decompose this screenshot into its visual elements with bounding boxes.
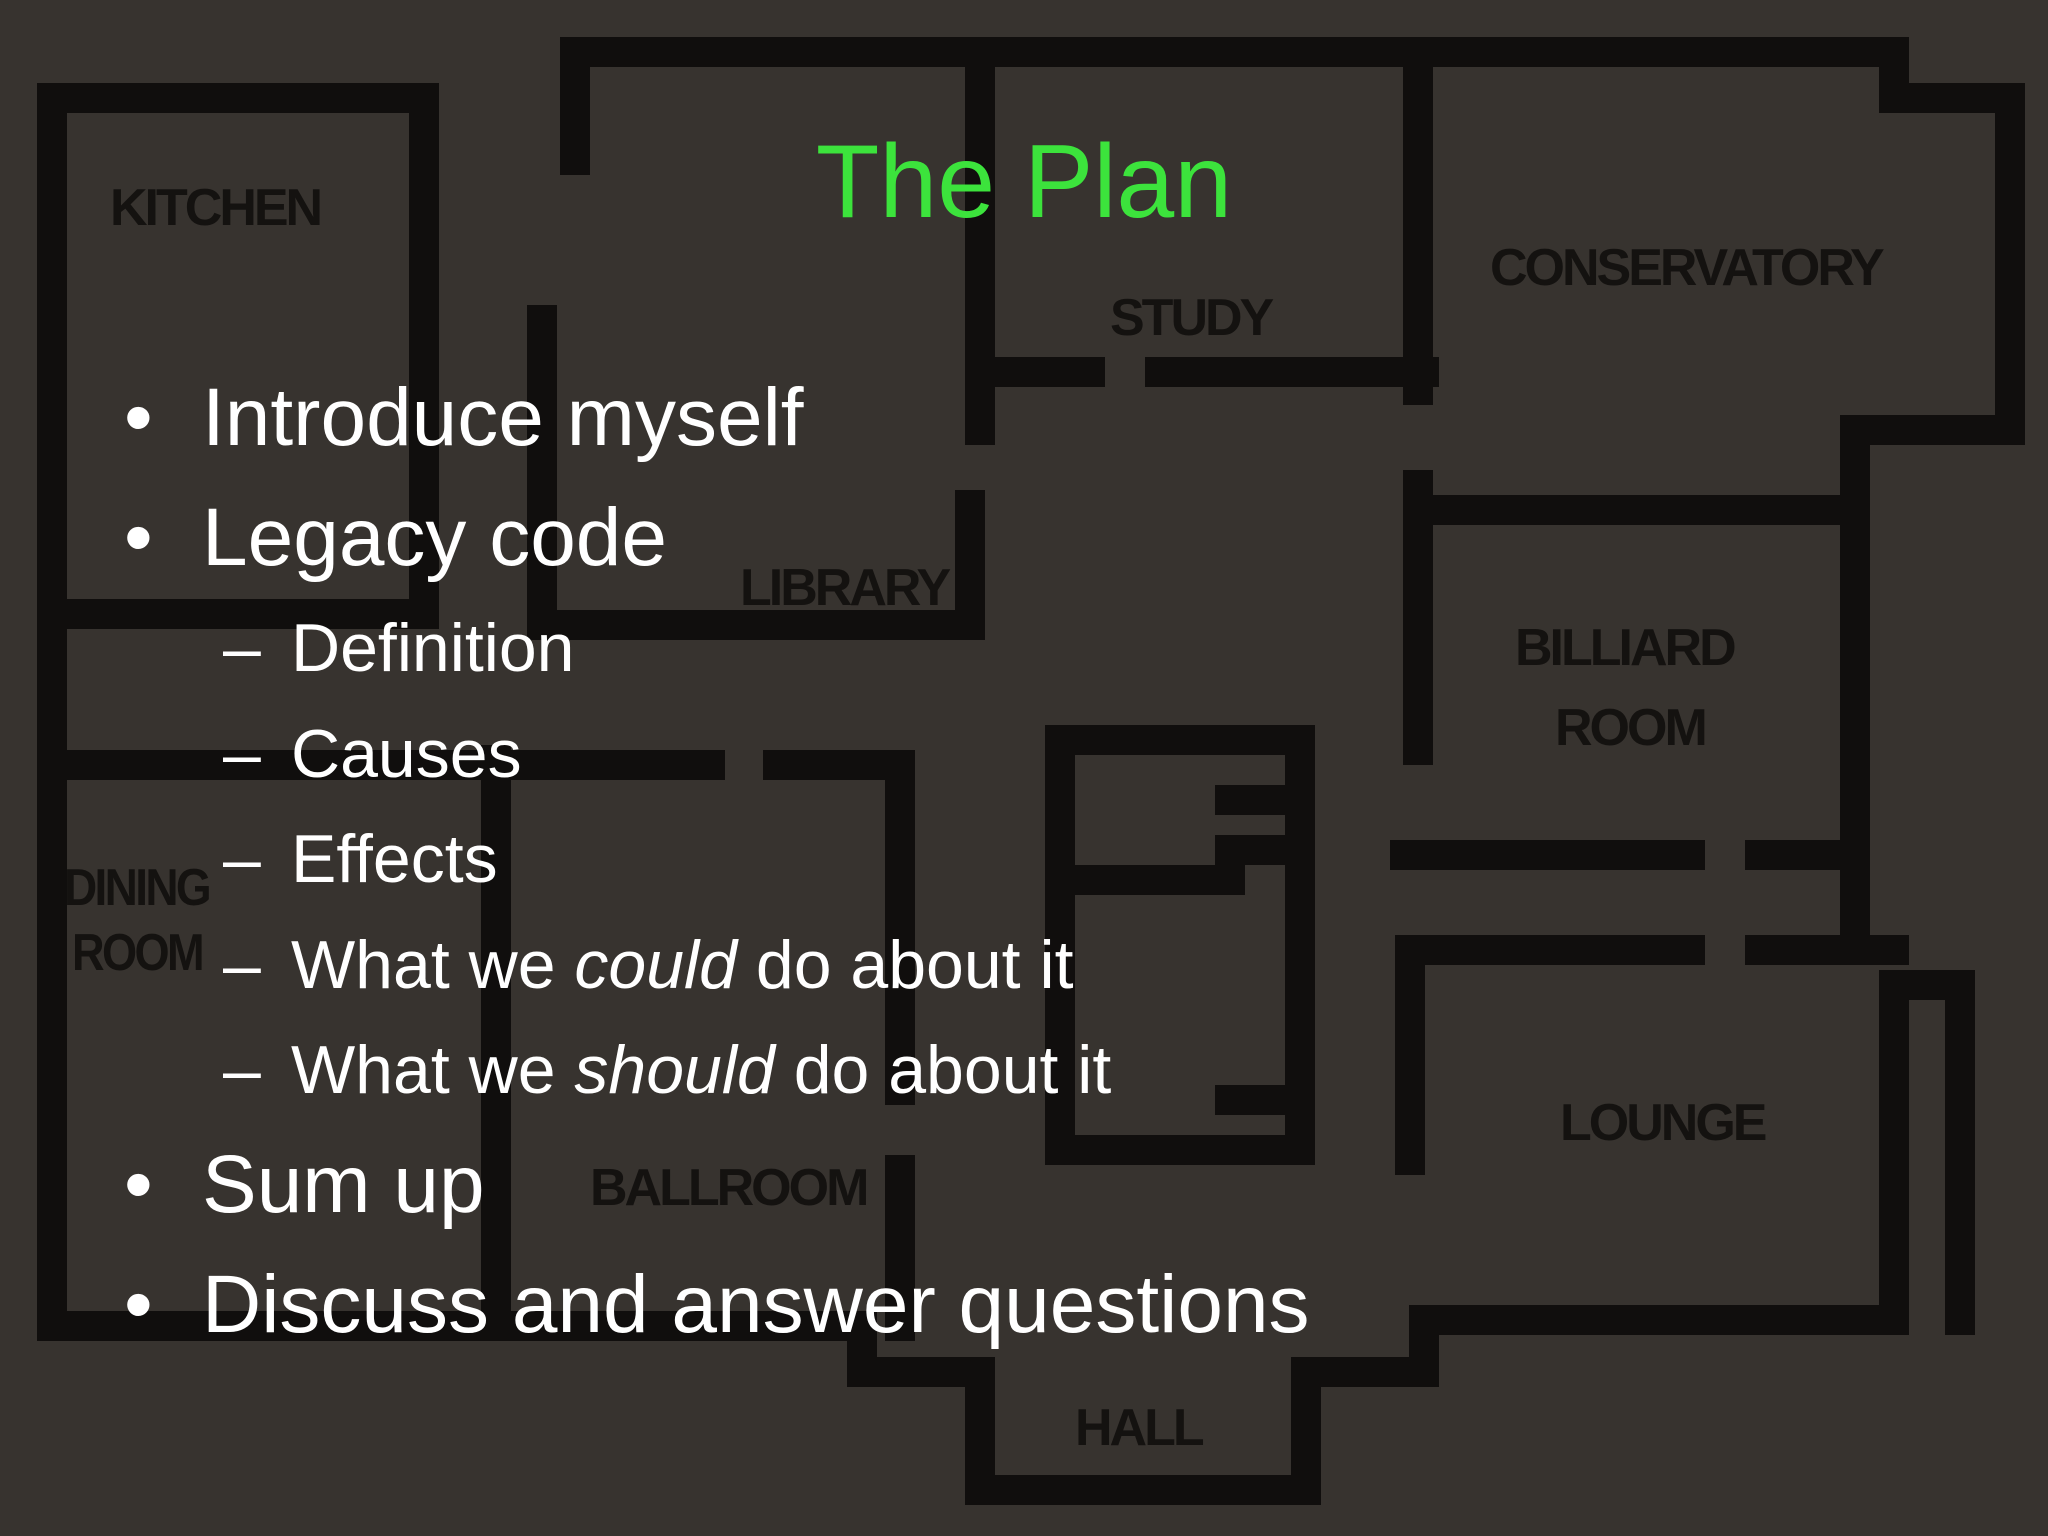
room-label-study: STUDY — [1110, 289, 1274, 347]
bullet-item: •Sum up — [124, 1144, 485, 1226]
sub-bullet-item: –What we could do about it — [223, 931, 1073, 999]
bullet-text: Definition — [291, 610, 575, 686]
room-label-library: LIBRARY — [740, 559, 950, 617]
bullet-item: •Legacy code — [124, 497, 667, 579]
bullet-text: Sum up — [202, 1139, 485, 1230]
dash-marker: – — [223, 1032, 261, 1108]
bullet-marker: • — [124, 1139, 153, 1230]
bullet-text: Effects — [291, 821, 498, 897]
slide-title: The Plan — [815, 124, 1233, 240]
room-label-billiard-room: ROOM — [1555, 699, 1705, 757]
bullet-marker: • — [124, 372, 153, 463]
bullet-text: What we — [291, 1032, 575, 1108]
bullet-item: •Discuss and answer questions — [124, 1264, 1310, 1346]
dash-marker: – — [223, 927, 261, 1003]
bullet-marker: • — [124, 492, 153, 583]
room-label-kitchen: KITCHEN — [110, 179, 321, 237]
bullet-text: What we — [291, 927, 575, 1003]
bullet-text: do about it — [736, 927, 1074, 1003]
emphasis-text: should — [574, 1032, 775, 1108]
room-label-conservatory: CONSERVATORY — [1490, 239, 1884, 297]
bullet-text: do about it — [774, 1032, 1112, 1108]
dash-marker: – — [223, 821, 261, 897]
bullet-item: •Introduce myself — [124, 377, 804, 459]
bullet-text: Causes — [291, 716, 522, 792]
bullet-text: Discuss and answer questions — [202, 1259, 1310, 1350]
room-label-billiard: BILLIARD — [1515, 619, 1735, 677]
room-label-lounge: LOUNGE — [1560, 1094, 1766, 1152]
dash-marker: – — [223, 716, 261, 792]
sub-bullet-item: –Causes — [223, 720, 522, 788]
dash-marker: – — [223, 610, 261, 686]
bullet-text: Legacy code — [202, 492, 668, 583]
sub-bullet-item: –Effects — [223, 825, 498, 893]
room-label-hall: HALL — [1075, 1399, 1204, 1457]
room-label-dining-room: ROOM — [72, 924, 202, 982]
room-label-ballroom: BALLROOM — [590, 1159, 866, 1217]
bullet-text: Introduce myself — [202, 372, 804, 463]
emphasis-text: could — [574, 927, 737, 1003]
sub-bullet-item: –Definition — [223, 614, 575, 682]
room-label-dining: DINING — [64, 859, 209, 917]
sub-bullet-item: –What we should do about it — [223, 1036, 1111, 1104]
bullet-marker: • — [124, 1259, 153, 1350]
